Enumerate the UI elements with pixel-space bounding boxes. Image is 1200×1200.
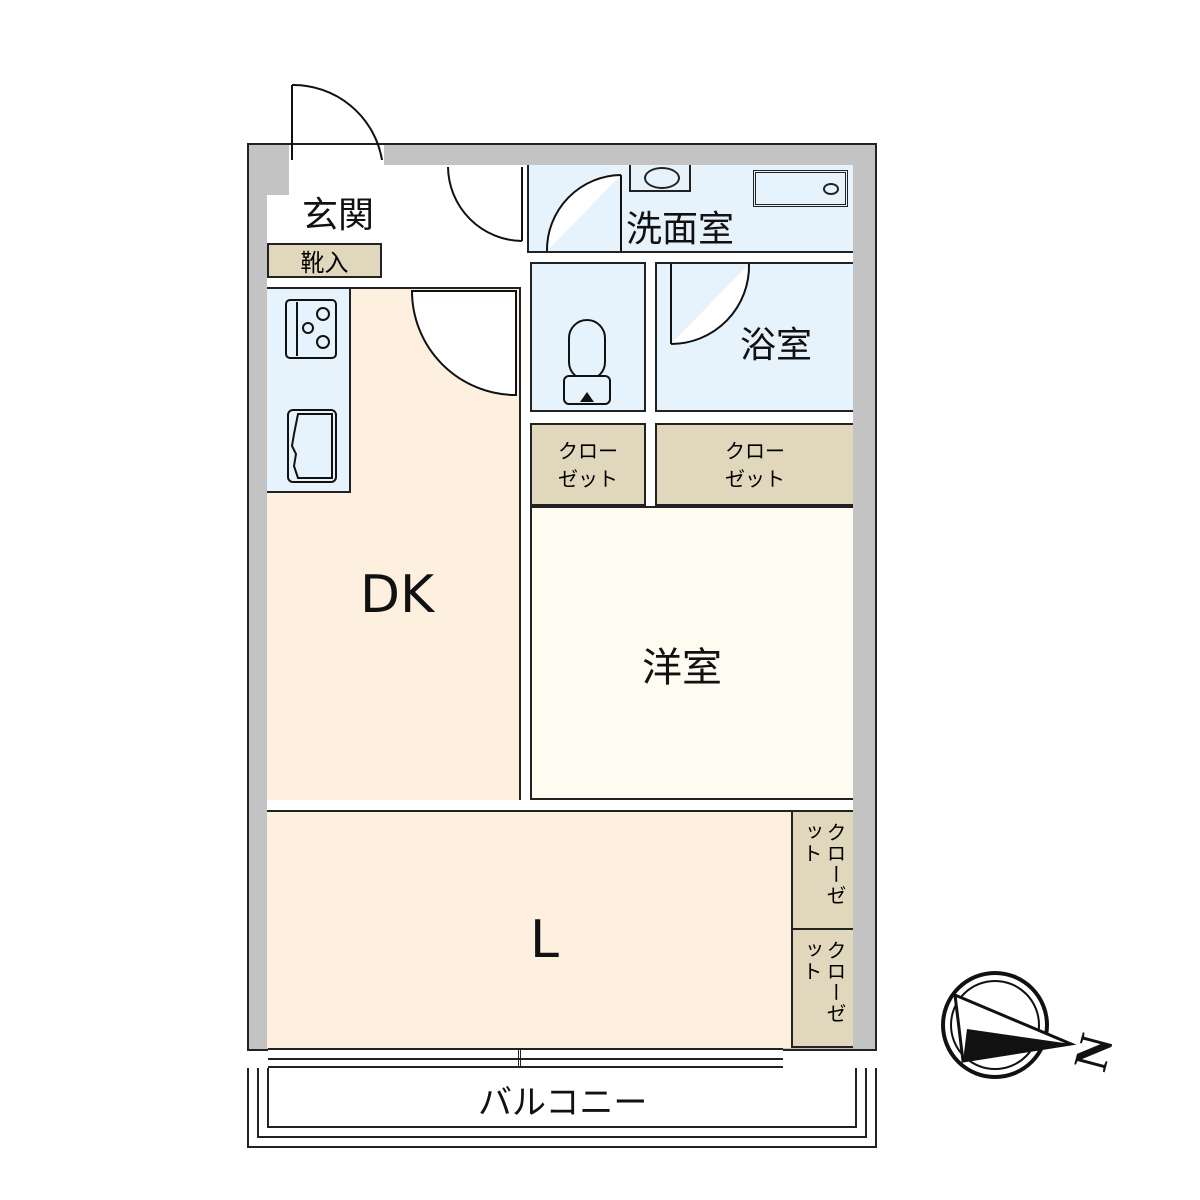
closet-1-line1: クロー bbox=[558, 438, 618, 463]
north-compass-icon: N bbox=[941, 971, 1115, 1079]
toilet-icon bbox=[563, 319, 611, 405]
compass-label: N bbox=[1064, 1029, 1115, 1077]
closet-3-label: クローゼット bbox=[799, 822, 847, 906]
washing-machine-pan-icon bbox=[753, 170, 848, 207]
sink-icon bbox=[287, 409, 337, 483]
front-door-swing-icon bbox=[291, 83, 383, 161]
closet-2-line2: ゼット bbox=[725, 466, 785, 491]
living-room bbox=[267, 810, 793, 1048]
balcony-outer bbox=[247, 1068, 877, 1148]
hall-door-swing-icon bbox=[447, 166, 523, 242]
closet-2: クロー ゼット bbox=[655, 423, 853, 506]
washroom-door-swing-icon bbox=[545, 174, 622, 252]
genkan-label: 玄関 bbox=[302, 195, 375, 236]
washroom-label: 洗面室 bbox=[626, 209, 735, 250]
closet-1-line2: ゼット bbox=[558, 466, 618, 491]
closet-4: クローゼット bbox=[791, 928, 853, 1048]
washbasin-icon bbox=[629, 165, 691, 192]
shoe-cabinet-label: 靴入 bbox=[300, 249, 349, 277]
shoe-cabinet: 靴入 bbox=[267, 243, 382, 278]
bathroom-door-swing-icon bbox=[670, 263, 751, 345]
closet-4-label: クローゼット bbox=[799, 940, 847, 1024]
western-room-label: 洋室 bbox=[642, 645, 722, 691]
dk-label: DK bbox=[360, 565, 435, 625]
entry-wall-notch bbox=[249, 145, 289, 195]
living-label: L bbox=[530, 910, 559, 970]
stove-icon bbox=[285, 299, 337, 359]
closet-2-line1: クロー bbox=[725, 438, 785, 463]
western-room bbox=[530, 506, 853, 800]
closet-3: クローゼット bbox=[791, 810, 853, 930]
balcony-window[interactable] bbox=[268, 1048, 783, 1068]
dk-door-swing-icon bbox=[410, 290, 517, 397]
front-door-opening bbox=[289, 143, 384, 165]
closet-1: クロー ゼット bbox=[530, 423, 646, 506]
balcony-label: バルコニー bbox=[478, 1083, 648, 1123]
bathroom-label: 浴室 bbox=[740, 325, 813, 366]
